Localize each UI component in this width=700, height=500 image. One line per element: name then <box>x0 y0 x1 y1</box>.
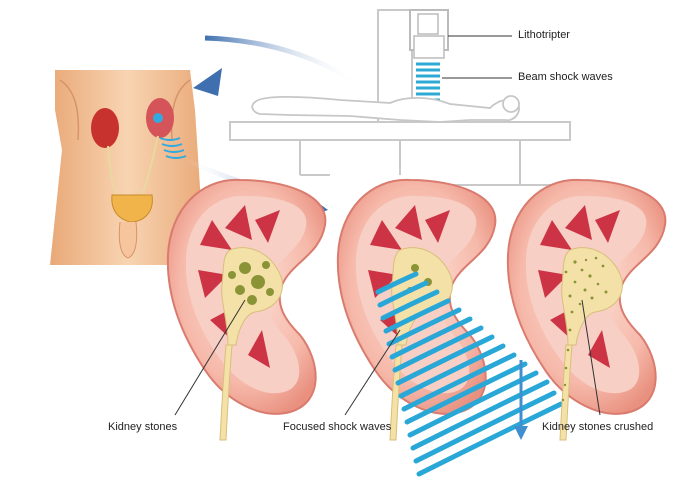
kidney-stones-label: Kidney stones <box>108 421 178 433</box>
patient-lying-icon <box>251 95 520 123</box>
arrow-to-torso-head <box>193 68 222 96</box>
shock-wave-icon <box>375 271 564 477</box>
focused-shock-waves-label: Focused shock waves <box>283 421 392 433</box>
kidney-stones-crushed <box>506 178 667 441</box>
patient-torso-icon <box>50 70 205 265</box>
lithotripter-machine <box>229 9 571 200</box>
down-arrow-icon <box>514 360 528 440</box>
kidney-stones-crushed-leader-line <box>581 299 601 416</box>
kidney-stones-crushed-label: Kidney stones crushed <box>542 421 654 433</box>
beam-shock-waves-label: Beam shock waves <box>518 71 613 83</box>
focused-shock-waves-leader-line <box>344 329 401 416</box>
lithotripter-label: Lithotripter <box>518 29 570 41</box>
arrow-to-torso-icon <box>204 35 362 88</box>
stone-icon <box>228 261 274 305</box>
lithotripter-head-icon <box>409 9 449 114</box>
kidney-stones-leader-line <box>174 299 246 416</box>
kidney-with-stones <box>166 178 327 441</box>
